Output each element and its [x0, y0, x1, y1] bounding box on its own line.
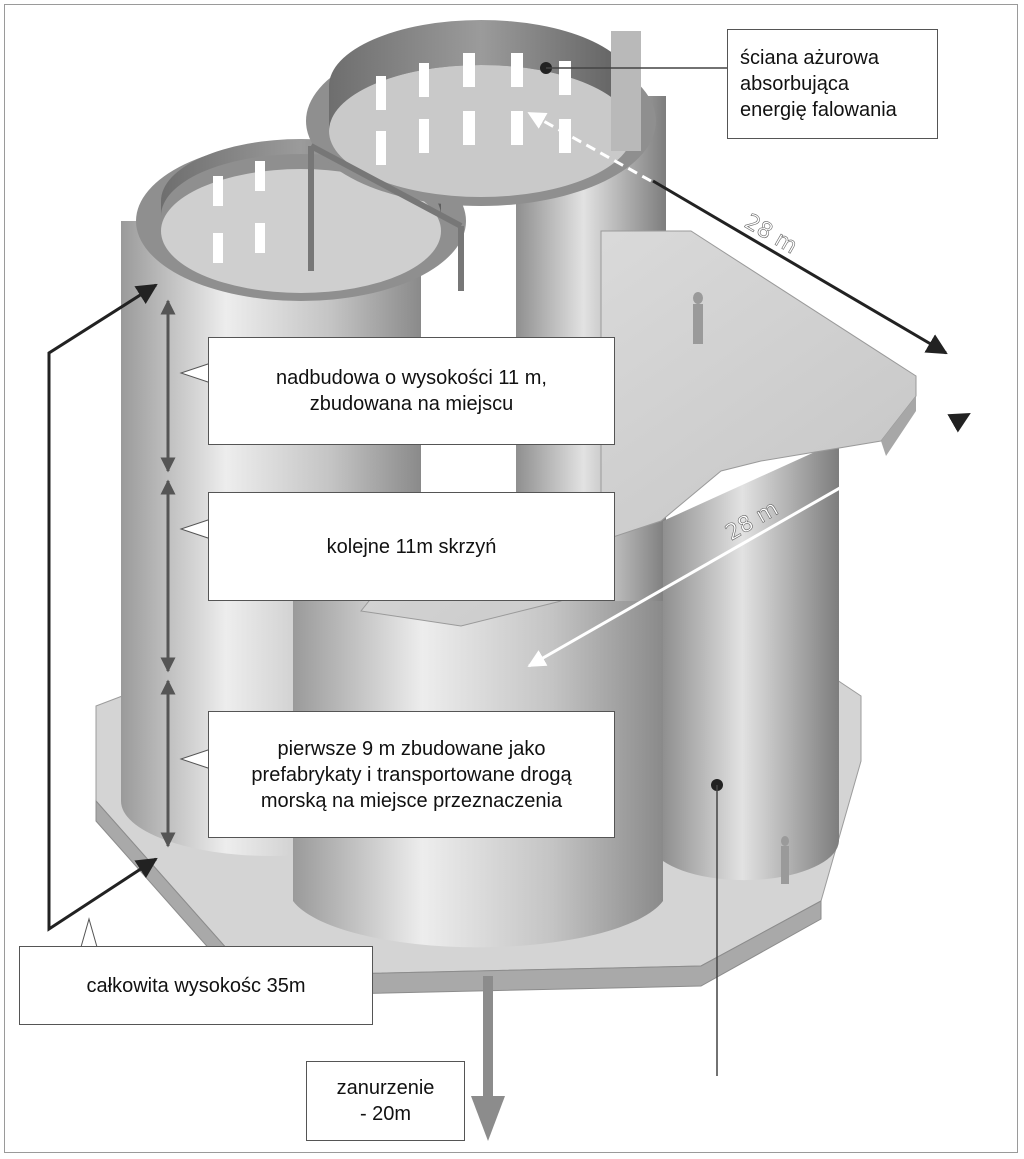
person-figures: [693, 292, 789, 884]
label-total-height: całkowita wysokośc 35m: [19, 946, 373, 1025]
draft-arrow: [471, 976, 505, 1141]
label-draft: zanurzenie - 20m: [306, 1061, 465, 1141]
top-ring-right: [306, 20, 656, 206]
dimension-arrow-side: [527, 412, 971, 668]
label-openwork-wall: ściana ażurowa absorbująca energię falow…: [727, 29, 938, 139]
dimension-arrow-top: [652, 179, 948, 355]
wall-pointer-arrow: [527, 111, 652, 183]
total-height-bracket: [47, 283, 158, 932]
openwork-windows: [213, 53, 571, 263]
label-superstructure: nadbudowa o wysokości 11 m, zbudowana na…: [208, 337, 615, 445]
callout-tails: [80, 362, 212, 948]
inner-partition: [308, 143, 464, 291]
label-next-caissons: kolejne 11m skrzyń: [208, 492, 615, 601]
dimension-label-top: 28 m: [740, 210, 801, 260]
label-first-prefab: pierwsze 9 m zbudowane jako prefabrykaty…: [208, 711, 615, 838]
